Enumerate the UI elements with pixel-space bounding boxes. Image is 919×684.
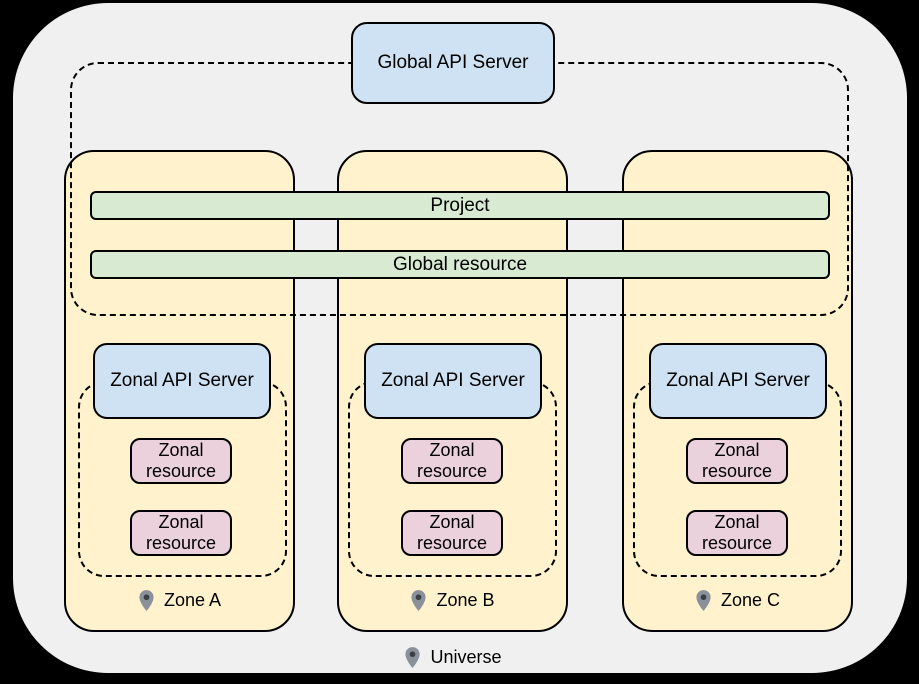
zone-b-api-server-node: Zonal API Server: [364, 343, 542, 419]
universe-label: Universe: [430, 646, 502, 667]
zone-c-resource-2-label: Zonal resource: [701, 512, 773, 553]
zone-c-resource-1-label: Zonal resource: [701, 440, 773, 481]
global-api-server-node: Global API Server: [351, 22, 555, 104]
zone-b-label: Zone B: [436, 589, 495, 610]
zone-a-resource-1: Zonal resource: [130, 438, 232, 484]
zone-b-resource-1: Zonal resource: [401, 438, 503, 484]
location-pin-icon: [139, 589, 154, 611]
zone-c-api-server-label: Zonal API Server: [666, 370, 810, 391]
global-resource-bar-label: Global resource: [392, 253, 528, 275]
zone-a-resource-2: Zonal resource: [130, 510, 232, 556]
zone-c-resource-1: Zonal resource: [686, 438, 788, 484]
zone-b-resource-2-label: Zonal resource: [416, 512, 488, 553]
location-pin-icon: [696, 589, 711, 611]
zone-a-api-server-node: Zonal API Server: [93, 343, 271, 419]
zone-a-label: Zone A: [163, 589, 222, 610]
project-bar: Project: [90, 191, 830, 220]
universe-label-row: Universe: [0, 644, 906, 670]
location-pin-icon: [405, 646, 421, 668]
zone-c-label-row: Zone C: [622, 587, 853, 613]
project-bar-label: Project: [430, 194, 490, 216]
zone-a-resource-2-label: Zonal resource: [145, 512, 217, 553]
zone-a-label-row: Zone A: [64, 587, 295, 613]
zone-b-resource-2: Zonal resource: [401, 510, 503, 556]
global-resource-bar: Global resource: [90, 250, 830, 279]
zone-c-label: Zone C: [720, 589, 781, 610]
zone-a-resource-1-label: Zonal resource: [145, 440, 217, 481]
zone-a-api-server-label: Zonal API Server: [110, 370, 254, 391]
zone-b-api-server-label: Zonal API Server: [381, 370, 525, 391]
zone-c-resource-2: Zonal resource: [686, 510, 788, 556]
zone-c-api-server-node: Zonal API Server: [649, 343, 827, 419]
global-api-server-label: Global API Server: [377, 52, 529, 73]
zone-b-resource-1-label: Zonal resource: [416, 440, 488, 481]
location-pin-icon: [411, 589, 427, 611]
zone-b-label-row: Zone B: [337, 587, 568, 613]
